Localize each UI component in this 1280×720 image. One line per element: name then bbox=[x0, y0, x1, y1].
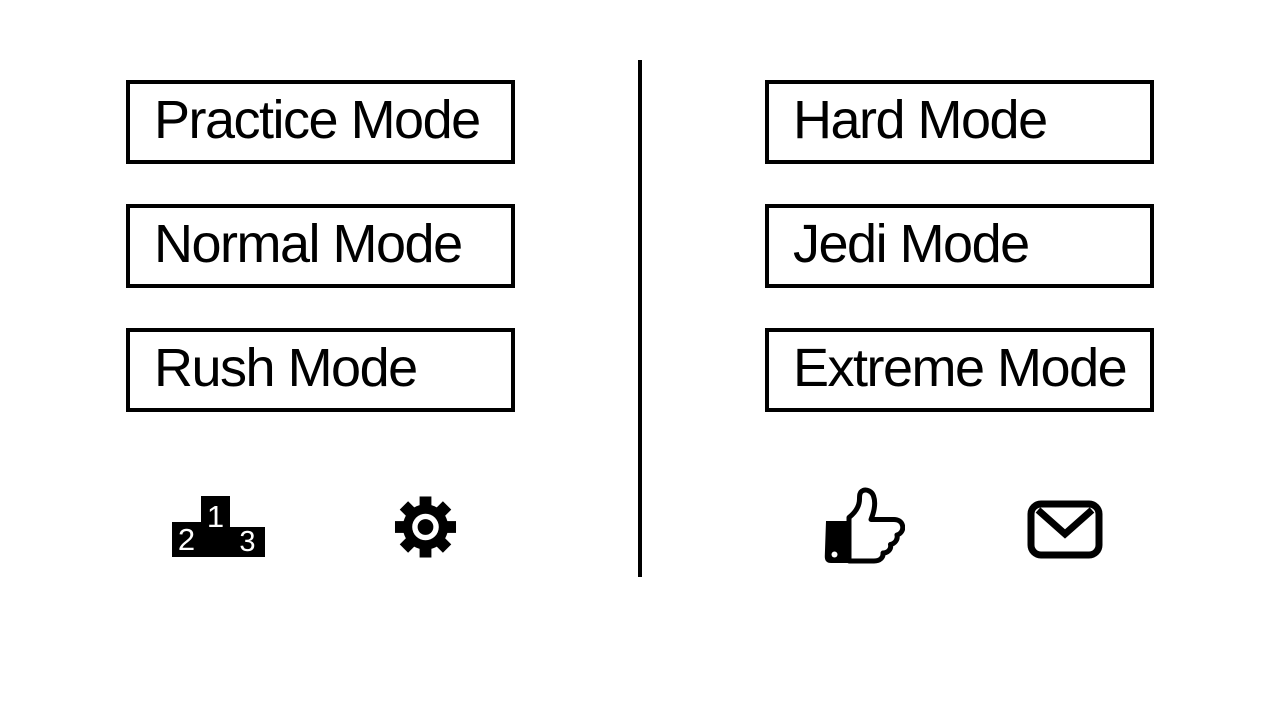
mail-button[interactable] bbox=[1027, 500, 1103, 559]
mode-button-label: Practice Mode bbox=[154, 90, 481, 150]
mode-button-practice[interactable]: Practice Mode bbox=[126, 80, 515, 164]
mode-button-label: Extreme Mode bbox=[793, 338, 1128, 398]
mode-button-label: Rush Mode bbox=[154, 338, 418, 398]
mode-button-normal[interactable]: Normal Mode bbox=[126, 204, 515, 288]
mode-button-hard[interactable]: Hard Mode bbox=[765, 80, 1154, 164]
like-button[interactable] bbox=[818, 486, 905, 566]
podium-rank-1: 1 bbox=[206, 499, 225, 534]
gear-icon bbox=[394, 496, 457, 558]
podium-icon: 3 bbox=[230, 527, 265, 557]
mode-button-rush[interactable]: Rush Mode bbox=[126, 328, 515, 412]
leaderboard-button[interactable]: 2 1 3 bbox=[172, 496, 265, 557]
podium-rank-2: 2 bbox=[177, 522, 196, 557]
envelope-icon bbox=[1027, 500, 1103, 559]
mode-button-label: Hard Mode bbox=[793, 90, 1048, 150]
mode-button-label: Jedi Mode bbox=[793, 214, 1030, 274]
thumbs-up-icon bbox=[824, 487, 905, 564]
mode-button-label: Normal Mode bbox=[154, 214, 463, 274]
mode-button-jedi[interactable]: Jedi Mode bbox=[765, 204, 1154, 288]
mode-button-extreme[interactable]: Extreme Mode bbox=[765, 328, 1154, 412]
column-divider bbox=[638, 60, 642, 577]
podium-rank-3: 3 bbox=[239, 525, 256, 558]
settings-button[interactable] bbox=[394, 493, 457, 561]
podium-icon: 1 bbox=[201, 496, 230, 557]
podium-icon: 2 bbox=[172, 522, 201, 557]
